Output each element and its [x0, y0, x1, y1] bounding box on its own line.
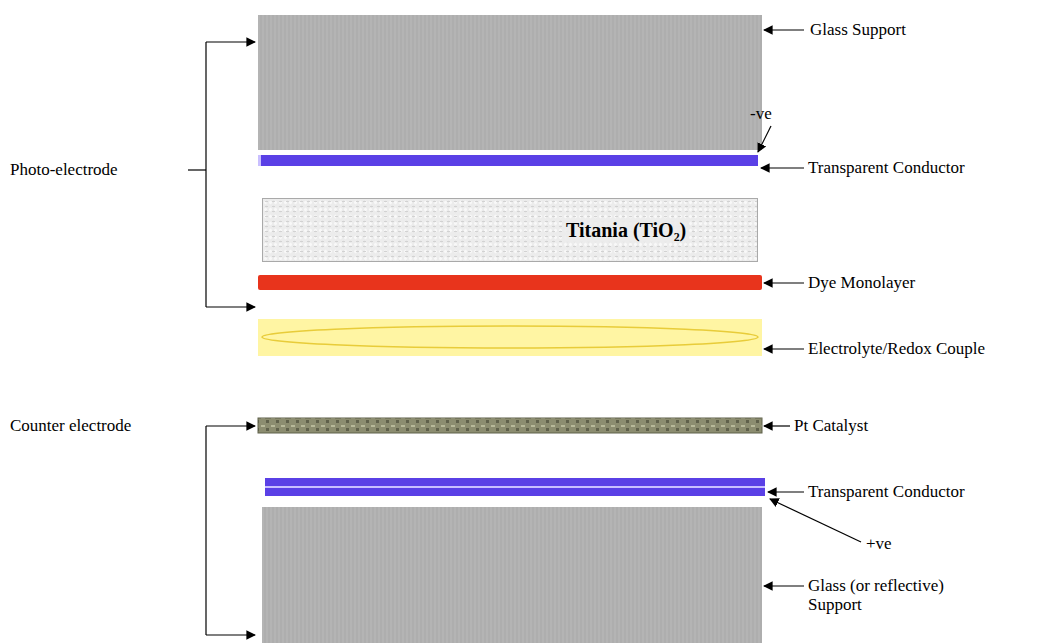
leader-arrow [770, 499, 861, 542]
leader-arrow [764, 425, 790, 426]
leader-arrow [764, 29, 804, 30]
leader-arrow [758, 126, 771, 152]
part-label: Pt Catalyst [794, 416, 868, 435]
conductor-edge [258, 155, 261, 166]
part-label: Glass (or reflective) Support [808, 576, 998, 614]
photo-electrode-bracket [188, 42, 255, 307]
part-label: Glass Support [810, 20, 906, 39]
part-label: Electrolyte/Redox Couple [808, 339, 985, 358]
group-label: Counter electrode [10, 416, 131, 435]
part-label: Transparent Conductor [808, 482, 965, 501]
transparent-conductor [265, 478, 765, 496]
glass-support [258, 15, 762, 150]
polarity-label: -ve [750, 104, 772, 123]
electrolyte-outline [262, 326, 758, 348]
conductor-highlight [265, 486, 765, 488]
part-label: Dye Monolayer [808, 273, 915, 292]
group-label: Photo-electrode [10, 160, 118, 179]
layer-label: Titania (TiO₂) [563, 219, 689, 242]
leader-arrow [768, 491, 804, 492]
leader-arrow [761, 167, 804, 168]
leader-arrow [764, 585, 804, 586]
glass-support [262, 507, 762, 643]
pt-catalyst [258, 418, 762, 433]
electrolyte [258, 319, 762, 356]
polarity-label: +ve [866, 534, 892, 553]
titania-layer: Titania (TiO₂) [262, 198, 758, 262]
dye-monolayer [258, 275, 762, 290]
leader-arrow [764, 348, 804, 349]
part-label: Transparent Conductor [808, 158, 965, 177]
transparent-conductor [258, 155, 758, 166]
counter-electrode-bracket [206, 426, 255, 635]
leader-arrow [764, 282, 804, 283]
